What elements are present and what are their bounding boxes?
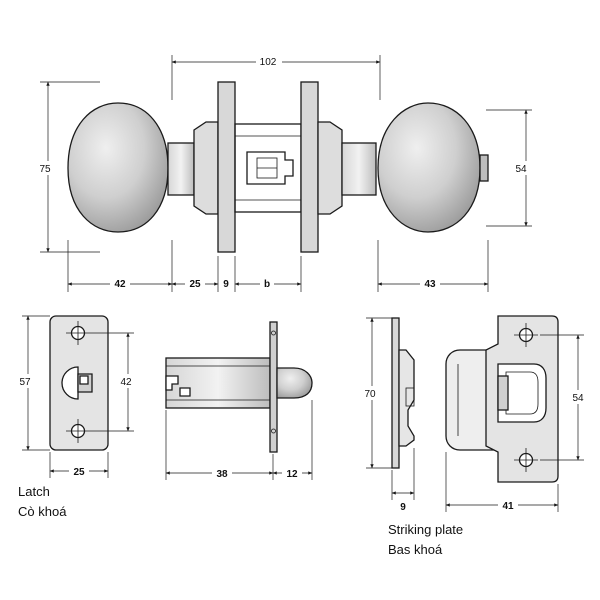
latch-bolt-side — [276, 367, 313, 399]
strike-hole-spacing-label: 54 — [572, 393, 584, 404]
rose-thickness-label: 9 — [223, 279, 229, 290]
knob-lockset-view: 102 75 54 42 25 9 b 43 — [34, 54, 532, 292]
right-rose — [300, 81, 319, 253]
backset-label: 38 — [216, 469, 228, 480]
latch-faceplate-view: 57 42 25 — [16, 315, 138, 478]
latch-flange — [269, 321, 278, 453]
knob-height-label: 75 — [39, 164, 51, 175]
strike-side-view: 70 9 — [360, 317, 415, 513]
latch-hole-spacing-label: 42 — [120, 377, 132, 388]
latch-face-width-label: 25 — [73, 467, 85, 478]
latch-bolt — [61, 366, 79, 400]
door-thickness-label: b — [264, 279, 270, 290]
overall-width-label: 102 — [260, 57, 277, 68]
strike-opening — [497, 363, 547, 423]
latch-side-view: 38 12 — [165, 321, 313, 480]
push-button — [479, 154, 489, 182]
strike-plate-edge — [391, 317, 400, 469]
left-knob-neck — [167, 142, 195, 196]
left-housing — [193, 121, 219, 215]
strike-lip-profile — [398, 349, 415, 447]
right-knob-neck — [341, 142, 377, 196]
neck-length-label: 25 — [189, 279, 201, 290]
knob-length-left-label: 42 — [114, 279, 126, 290]
latch-caption-vi: Cò khoá — [18, 504, 67, 519]
knob-length-right-label: 43 — [424, 279, 436, 290]
latch-caption-en: Latch — [18, 484, 50, 499]
right-knob — [377, 102, 481, 233]
strike-height-label: 70 — [364, 389, 376, 400]
latch-face-height-label: 57 — [19, 377, 31, 388]
strike-width-label: 41 — [502, 501, 514, 512]
rose-height-label: 54 — [515, 164, 527, 175]
left-rose — [217, 81, 236, 253]
strike-front-view: 54 41 — [445, 315, 590, 512]
bolt-throw-label: 12 — [286, 469, 298, 480]
strike-lip-label: 9 — [400, 502, 406, 513]
left-knob — [67, 102, 169, 233]
right-housing — [317, 121, 343, 215]
latch-body — [165, 357, 271, 409]
strike-caption-en: Striking plate — [388, 522, 463, 537]
strike-caption-vi: Bas khoá — [388, 542, 443, 557]
latch-tailpiece — [246, 151, 294, 185]
